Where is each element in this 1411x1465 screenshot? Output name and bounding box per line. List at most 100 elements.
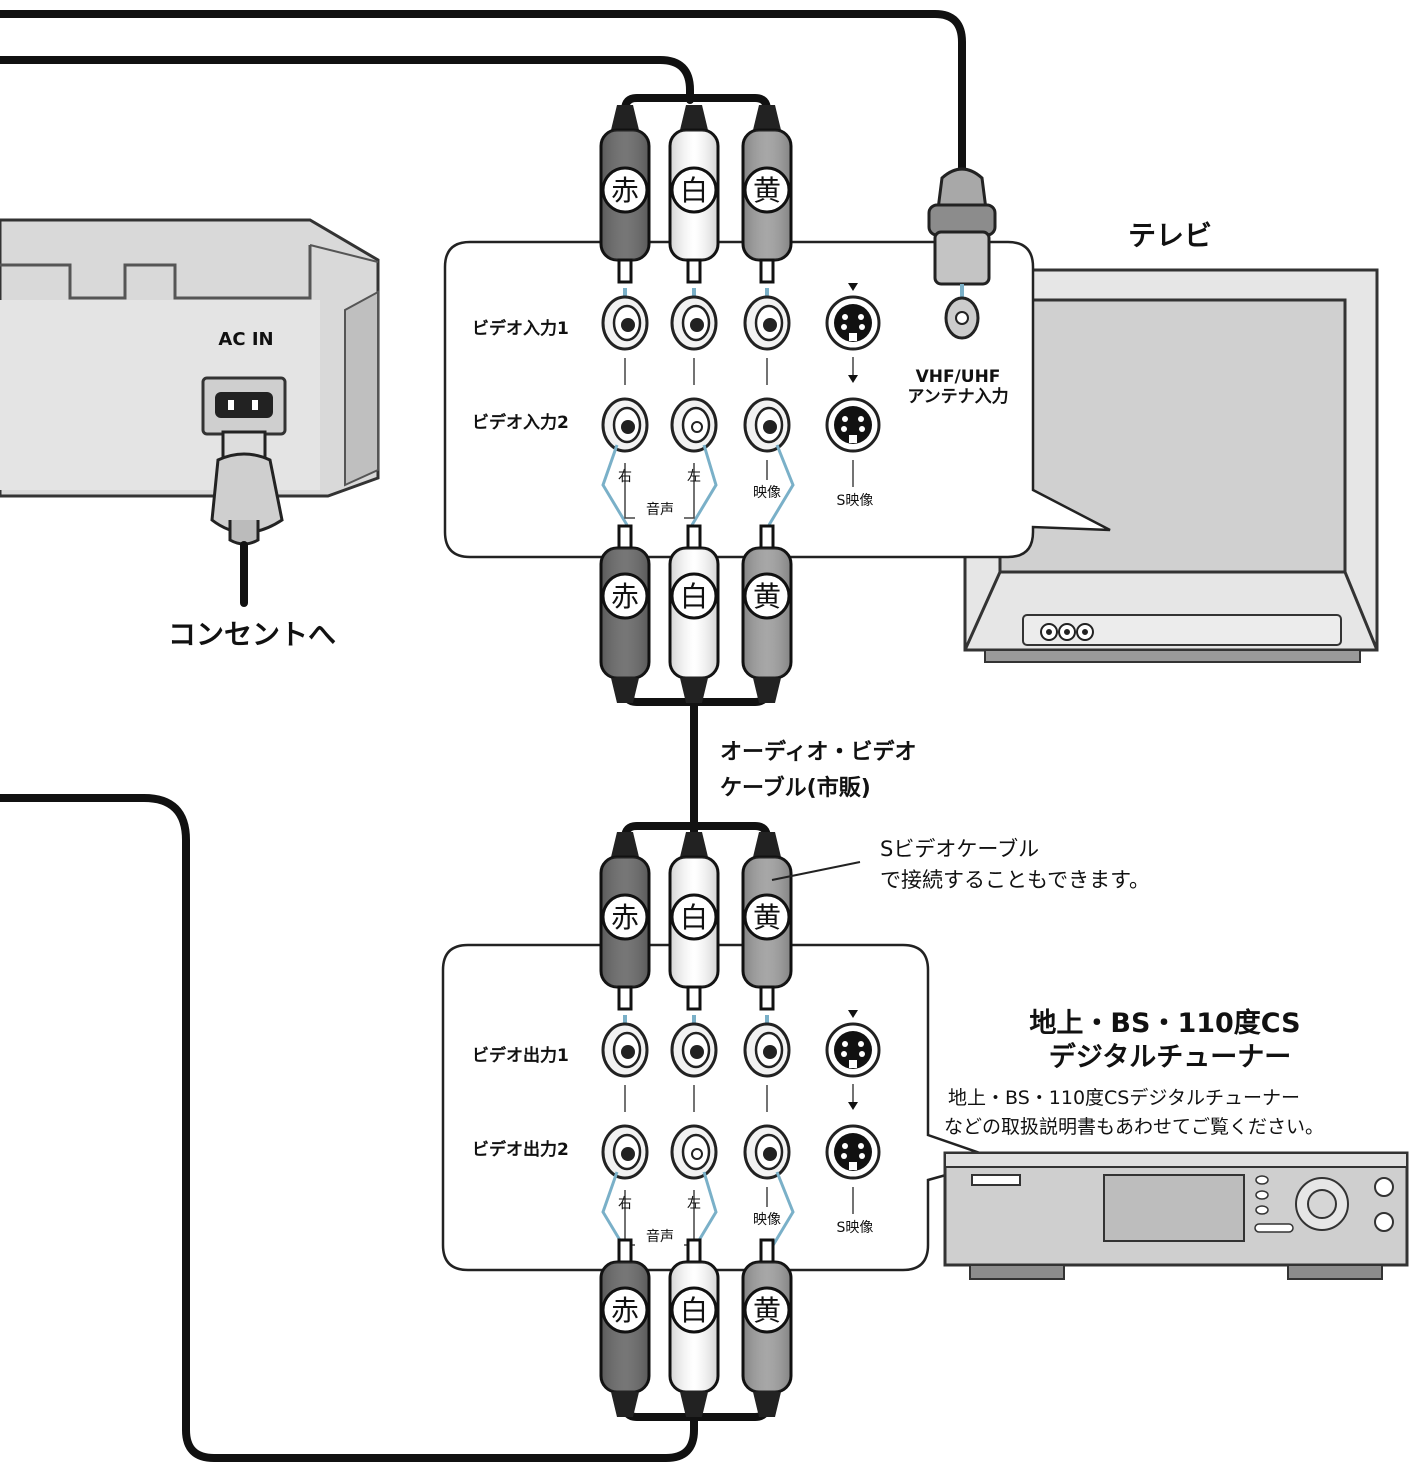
plug-color-label: 赤 [611, 901, 639, 934]
rca-plug-red: 赤 [599, 105, 651, 284]
plug-pin [617, 1238, 633, 1264]
plug-pin [686, 258, 702, 284]
plug-pin [759, 524, 775, 550]
video-in-2-label: ビデオ入力2 [472, 412, 569, 433]
rca-jack [670, 397, 718, 453]
plug-color-label: 赤 [611, 174, 639, 207]
video-out-2-label: ビデオ出力2 [472, 1139, 569, 1160]
plug-boot [680, 1392, 708, 1417]
jack-pin [690, 318, 704, 332]
rca-jack [670, 1022, 718, 1078]
rca-jack [743, 397, 791, 453]
rca-plug-red: 赤 [599, 524, 651, 703]
rca-jack [670, 1124, 718, 1180]
svideo-note-leader [771, 861, 861, 881]
plug-pin [759, 258, 775, 284]
svideo-label: S映像 [837, 1220, 874, 1236]
plug-color-label: 白 [680, 1294, 708, 1327]
svideo-key [849, 1162, 857, 1170]
jack-pin [621, 1147, 635, 1161]
rca-jack [601, 1124, 649, 1180]
audio-label: 音声 [646, 1228, 674, 1245]
svideo-inner [834, 1031, 872, 1069]
svideo-pin [841, 324, 847, 330]
svideo-pin [858, 1041, 864, 1047]
plug-boot [680, 105, 708, 130]
plug-color-badge [670, 572, 718, 620]
digital-tuner [943, 1151, 1409, 1280]
svideo-arrow [848, 1102, 858, 1110]
rca-plug-white: 白 [668, 105, 720, 284]
plug-boot [680, 678, 708, 703]
svideo-jack [825, 397, 881, 453]
rca-plug-yellow: 黄 [741, 524, 793, 703]
svideo-pin [859, 1153, 865, 1159]
svideo-inner [834, 1133, 872, 1171]
antenna-label-line2: アンテナ入力 [907, 386, 1008, 407]
jack-pin [621, 318, 635, 332]
plug-color-label: 赤 [611, 580, 639, 613]
svideo-pin [859, 426, 865, 432]
rca-jack [601, 1022, 649, 1078]
svideo-pin [842, 314, 848, 320]
tuner-output-panel [441, 943, 1005, 1272]
svideo-pin [859, 1051, 865, 1057]
plug-boot [753, 832, 781, 857]
plug-color-label: 白 [680, 901, 708, 934]
plug-pin [759, 985, 775, 1011]
rca-jack [601, 295, 649, 351]
plug-color-label: 黄 [753, 580, 781, 613]
svideo-jack [825, 1124, 881, 1180]
svideo-arrow [848, 283, 858, 291]
audio-label: 音声 [646, 501, 674, 518]
tuner-title-line2: デジタルチューナー [1049, 1041, 1291, 1073]
svideo-pin [859, 324, 865, 330]
rca-plug-red: 赤 [599, 832, 651, 1011]
rca-jack [743, 295, 791, 351]
rca-plug-white: 白 [668, 524, 720, 703]
plug-color-label: 黄 [753, 901, 781, 934]
plug-boot [680, 832, 708, 857]
svideo-arrow [848, 375, 858, 383]
tv-panel-jacks [601, 283, 881, 526]
plug-link [767, 444, 795, 526]
jack-pin [621, 1045, 635, 1059]
cable-label-line2: ケーブル(市販) [720, 775, 871, 801]
plug-color-badge [601, 166, 649, 214]
video-out-1-label: ビデオ出力1 [472, 1045, 569, 1066]
plug-boot [611, 678, 639, 703]
plug-color-label: 白 [680, 580, 708, 613]
right-label: 右 [618, 469, 632, 485]
tv-front-jacks [1040, 623, 1094, 641]
ac-in-label: AC IN [218, 329, 273, 350]
svideo-note-line2: で接続することもできます。 [880, 868, 1150, 892]
plug-pin [686, 985, 702, 1011]
svideo-key [849, 333, 857, 341]
outlet-label: コンセントへ [168, 618, 336, 651]
jack-pin [763, 420, 777, 434]
plug-boot [753, 678, 781, 703]
plug-boot [611, 1392, 639, 1417]
plug-pin [686, 524, 702, 550]
right-label: 右 [618, 1196, 632, 1212]
antenna-plug [927, 167, 997, 340]
plug-pin [686, 1238, 702, 1264]
plug-pin [759, 1238, 775, 1264]
plug-color-badge [743, 893, 791, 941]
rca-plug-yellow: 黄 [741, 1238, 793, 1417]
plug-color-badge [743, 1286, 791, 1334]
plug-color-badge [743, 166, 791, 214]
plug-color-label: 白 [680, 174, 708, 207]
plug-color-badge [670, 166, 718, 214]
svideo-inner [834, 304, 872, 342]
rca-jack [743, 1124, 791, 1180]
jack-pin [690, 1045, 704, 1059]
rca-plug-white: 白 [668, 1238, 720, 1417]
tv-title: テレビ [1128, 219, 1212, 252]
plug-color-label: 黄 [753, 174, 781, 207]
audio-bracket [684, 463, 695, 519]
plug-color-badge [601, 893, 649, 941]
svideo-pin [842, 1143, 848, 1149]
